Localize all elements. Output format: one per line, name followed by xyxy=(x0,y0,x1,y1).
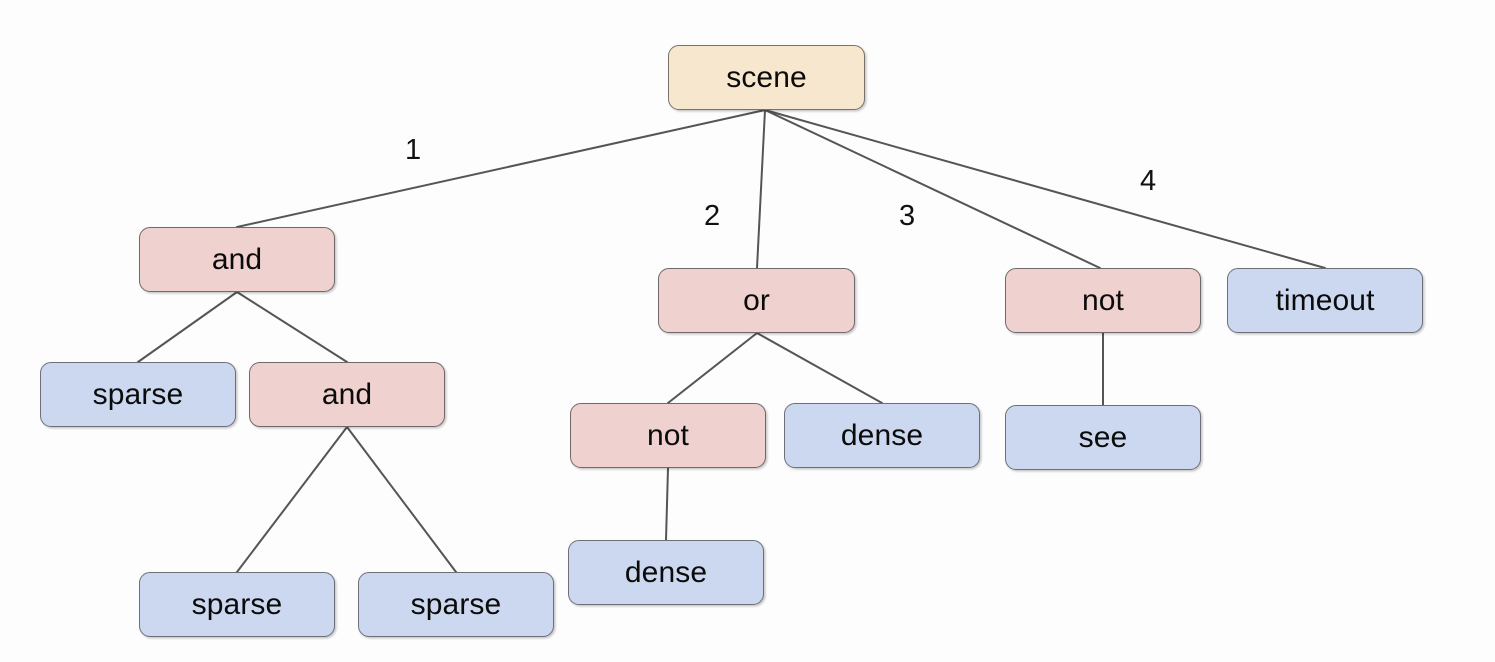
tree-node-see1[interactable]: see xyxy=(1005,405,1201,470)
tree-node-not1[interactable]: not xyxy=(1005,268,1201,333)
tree-node-label: timeout xyxy=(1275,283,1375,317)
edge-label-4: 4 xyxy=(1140,165,1157,197)
edge-label-1: 1 xyxy=(405,134,422,166)
tree-node-dense2[interactable]: dense xyxy=(568,540,764,605)
tree-node-or1[interactable]: or xyxy=(658,268,855,333)
tree-edge xyxy=(764,109,1326,269)
tree-edge xyxy=(756,109,766,269)
tree-edge xyxy=(665,467,669,541)
tree-node-label: sparse xyxy=(410,587,502,621)
tree-node-label: dense xyxy=(840,418,924,452)
tree-edge xyxy=(346,426,457,573)
tree-node-label: scene xyxy=(726,60,807,94)
edge-label-2: 2 xyxy=(704,200,721,232)
tree-node-label: sparse xyxy=(191,587,283,621)
tree-node-label: dense xyxy=(624,555,708,589)
tree-edge xyxy=(667,332,758,404)
tree-edge xyxy=(236,291,348,363)
tree-edge xyxy=(236,109,766,228)
tree-node-and2[interactable]: and xyxy=(249,362,445,427)
tree-edge xyxy=(764,109,1101,269)
tree-node-label: and xyxy=(321,377,373,411)
tree-node-sparse1[interactable]: sparse xyxy=(40,362,236,427)
tree-node-label: not xyxy=(646,418,689,452)
tree-node-dense1[interactable]: dense xyxy=(784,403,980,468)
tree-node-label: sparse xyxy=(92,377,184,411)
tree-edge xyxy=(137,291,238,363)
tree-node-label: see xyxy=(1078,420,1128,454)
tree-node-not2[interactable]: not xyxy=(570,403,766,468)
tree-edge xyxy=(756,332,883,404)
tree-edge xyxy=(236,426,348,573)
tree-node-sparse3[interactable]: sparse xyxy=(358,572,554,637)
tree-node-sparse2[interactable]: sparse xyxy=(139,572,335,637)
tree-node-and1[interactable]: and xyxy=(139,227,335,292)
tree-node-label: not xyxy=(1081,283,1124,317)
tree-node-timeout1[interactable]: timeout xyxy=(1227,268,1423,333)
tree-node-label: or xyxy=(743,283,770,317)
tree-node-scene[interactable]: scene xyxy=(668,45,865,110)
edge-label-3: 3 xyxy=(899,200,916,232)
tree-node-label: and xyxy=(211,242,263,276)
